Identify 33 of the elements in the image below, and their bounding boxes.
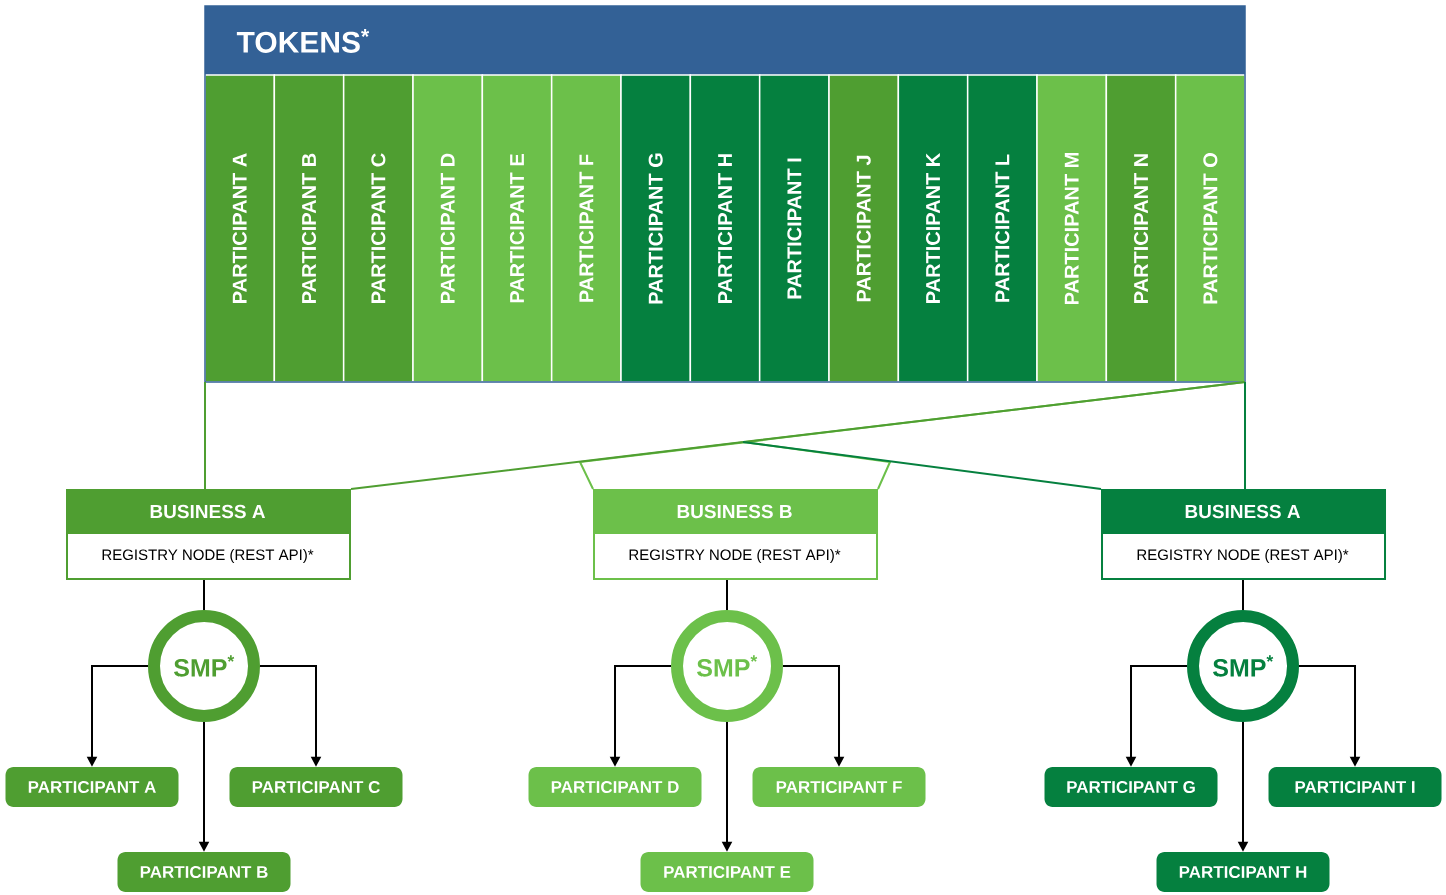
- participant-box: PARTICIPANT A: [5, 767, 179, 807]
- participant-column: PARTICIPANT G: [620, 74, 692, 383]
- registry-box: BUSINESS A REGISTRY NODE (REST API)*: [66, 489, 351, 580]
- participant-box: PARTICIPANT D: [528, 767, 702, 807]
- participant-column: PARTICIPANT K: [897, 74, 969, 383]
- connector-line: [203, 579, 205, 611]
- participant-column: PARTICIPANT F: [550, 74, 622, 383]
- participant-box: PARTICIPANT E: [640, 852, 814, 892]
- participant-box: PARTICIPANT H: [1156, 852, 1330, 892]
- participant-column: PARTICIPANT M: [1036, 74, 1108, 383]
- participant-column: PARTICIPANT N: [1105, 74, 1177, 383]
- connector-line: [1242, 579, 1244, 611]
- tokens-header: TOKENS$^{*}$: [205, 6, 1245, 75]
- participant-column: PARTICIPANT A: [204, 74, 276, 383]
- registry-box: BUSINESS B REGISTRY NODE (REST API)*: [593, 489, 878, 580]
- participant-column: PARTICIPANT C: [342, 74, 414, 383]
- connector-line: [726, 579, 728, 611]
- participant-column: PARTICIPANT I: [758, 74, 830, 383]
- participant-column: PARTICIPANT H: [689, 74, 761, 383]
- participant-column: PARTICIPANT L: [966, 74, 1038, 383]
- connector-line: [742, 381, 1246, 490]
- participant-box: PARTICIPANT B: [117, 852, 291, 892]
- registry-box: BUSINESS A REGISTRY NODE (REST API)*: [1101, 489, 1386, 580]
- participant-column: PARTICIPANT E: [481, 74, 553, 383]
- participant-box: PARTICIPANT F: [752, 767, 926, 807]
- connector-line: [204, 381, 1246, 490]
- participant-box: PARTICIPANT G: [1044, 767, 1218, 807]
- participant-column: PARTICIPANT B: [273, 74, 345, 383]
- participant-box: PARTICIPANT C: [229, 767, 403, 807]
- participant-column: PARTICIPANT D: [412, 74, 484, 383]
- participant-column: PARTICIPANT O: [1174, 74, 1246, 383]
- participant-box: PARTICIPANT I: [1268, 767, 1442, 807]
- participant-column: PARTICIPANT J: [828, 74, 900, 383]
